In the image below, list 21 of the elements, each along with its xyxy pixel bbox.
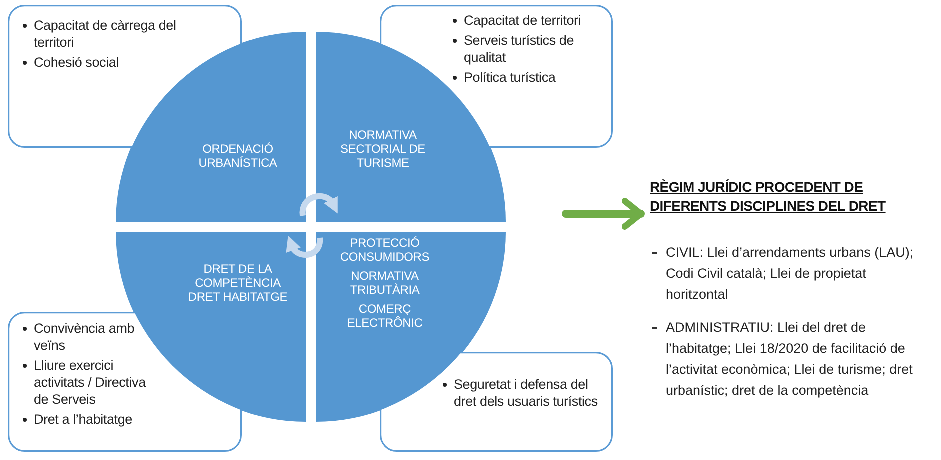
quadrant-label: COMERÇ ELECTRÔNIC	[346, 302, 424, 330]
quadrant-label: PROTECCIÓ CONSUMIDORS	[339, 236, 431, 264]
quadrant-label: DRET DE LA COMPETÈNCIA DRET HABITATGE	[187, 262, 289, 304]
bullet-item: Lliure exercici activitats / Directiva de Serveis	[34, 358, 146, 407]
arrow	[562, 198, 645, 230]
bullet-item: Convivència amb veïns	[34, 321, 135, 353]
bullet-item: Política turística	[464, 70, 556, 85]
list-item: CIVIL: Llei d’arrendaments urbans (LAU); Codi Civil català; Llei de propietat horitzontal	[666, 245, 914, 302]
bullet-item: Capacitat de territori	[464, 13, 582, 28]
curved-arrow	[286, 236, 323, 258]
quadrant-label: NORMATIVA SECTORIAL DE TURISME	[340, 128, 426, 170]
section-heading: RÈGIM JURÍDIC PROCEDENT DE DIFERENTS DISCIPLINES DEL DRET	[650, 178, 887, 216]
quadrant-label: NORMATIVA TRIBUTÀRIA	[349, 269, 421, 297]
list-item: ADMINISTRATIU: Llei del dret de l’habitatge; Llei 18/2020 de facilitació de l’activitat econòmica; Llei de turisme; dret urbanístic; dret de la competència	[666, 320, 913, 398]
quadrant-label: ORDENACIÓ URBANÍSTICA	[198, 142, 278, 170]
curved-arrow	[300, 193, 340, 216]
bullet-item: Dret a l’habitatge	[34, 412, 132, 427]
bullet-item: Seguretat i defensa del dret dels usuaris turístics	[454, 377, 598, 409]
bullet-item: Serveis turístics de qualitat	[464, 33, 574, 65]
bullet-item: Capacitat de càrrega del territori	[34, 18, 176, 50]
bullet-item: Cohesió social	[34, 55, 119, 70]
